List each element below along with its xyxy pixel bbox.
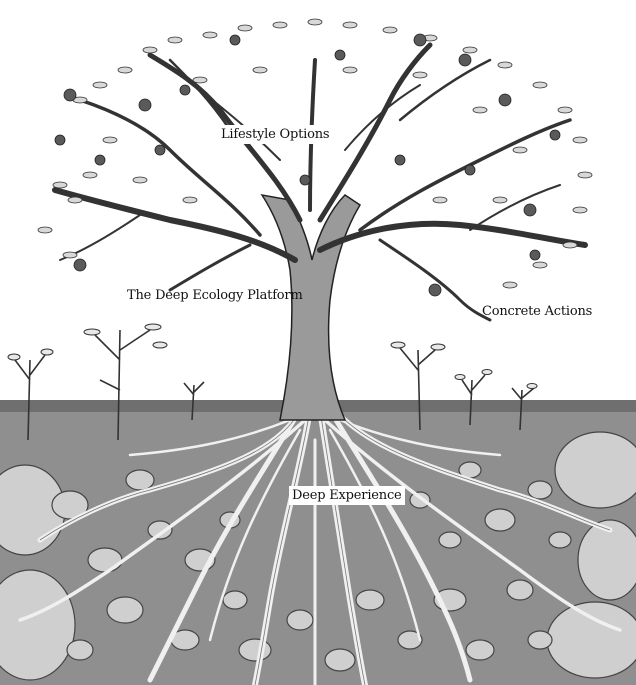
label-deep-experience: Deep Experience [289, 486, 405, 505]
seedling-leaves [8, 324, 537, 389]
label-lifestyle-options: Lifestyle Options [218, 125, 332, 144]
label-concrete-actions: Concrete Actions [479, 302, 595, 321]
label-deep-ecology-platform: The Deep Ecology Platform [124, 286, 306, 305]
trunk [262, 195, 360, 420]
